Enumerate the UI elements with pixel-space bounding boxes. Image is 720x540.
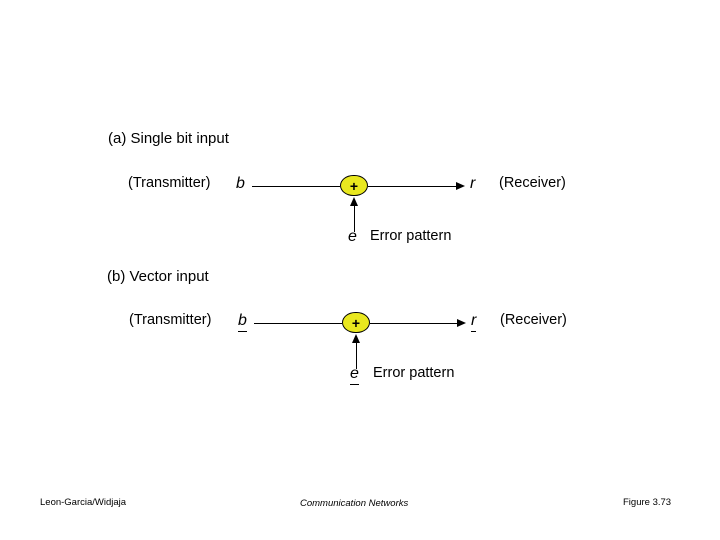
section-a-error-arrowhead: [349, 197, 358, 206]
section-a-output-symbol: r: [470, 175, 476, 192]
section-b-output-symbol: r: [471, 312, 477, 332]
section-b-heading: (b) Vector input: [107, 268, 209, 285]
section-b-error-arrowhead: [351, 334, 360, 343]
footer-right-text: Figure 3.73: [623, 497, 672, 508]
section-b-transmitter-label: (Transmitter): [129, 312, 212, 328]
section-a-error-symbol: e: [348, 228, 357, 245]
section-a-input-line: [252, 186, 340, 187]
section-a-adder-node: +: [340, 175, 368, 196]
section-a-transmitter-label: (Transmitter): [128, 175, 211, 191]
section-a-output-line: [368, 186, 457, 187]
footer-left-text: Leon-Garcia/Widjaja: [40, 497, 127, 508]
section-b-error-label: Error pattern: [373, 365, 455, 381]
section-b-output-line: [370, 323, 458, 324]
section-a-receiver-label: (Receiver): [499, 175, 566, 191]
section-b-error-line: [356, 342, 357, 369]
section-b-adder-node: +: [342, 312, 370, 333]
section-b-output-arrowhead: [457, 318, 466, 327]
section-b-adder-plus-symbol: +: [351, 314, 361, 331]
section-a-output-arrowhead: [456, 181, 465, 190]
footer-center-text: Communication Networks: [300, 498, 409, 509]
section-a-heading: (a) Single bit input: [108, 130, 229, 147]
section-b-receiver-label: (Receiver): [500, 312, 567, 328]
section-b-input-line: [254, 323, 342, 324]
section-b-error-symbol: e: [350, 365, 359, 385]
section-a-input-symbol: b: [236, 175, 245, 192]
section-a-adder-plus-symbol: +: [349, 177, 359, 194]
section-b-input-symbol: b: [238, 312, 247, 332]
section-a-error-label: Error pattern: [370, 228, 452, 244]
section-a-error-line: [354, 205, 355, 232]
